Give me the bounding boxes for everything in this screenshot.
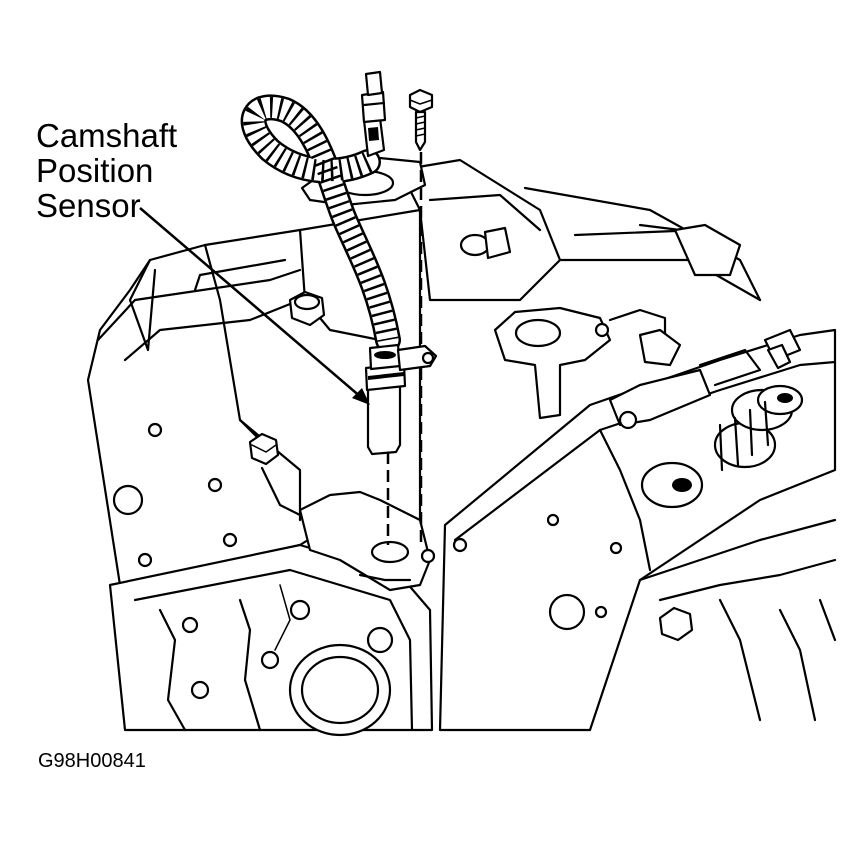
callout-leader [139, 207, 370, 405]
callout-label: Camshaft Position Sensor [36, 118, 177, 223]
timing-cover [108, 543, 434, 737]
sensor-wiring-harness [240, 94, 401, 353]
callout-line-2: Position [36, 152, 154, 189]
valve-springs [640, 384, 804, 509]
callout-line-1: Camshaft [36, 117, 178, 154]
intake-manifold [398, 158, 762, 302]
harness-connector [360, 70, 387, 158]
engine-block-left [86, 208, 422, 587]
sensor-mount-boss [298, 490, 436, 592]
cylinder-head-right [438, 328, 837, 732]
figure-code: G98H00841 [38, 750, 146, 772]
camshaft-position-sensor [364, 343, 438, 456]
mounting-bolt [408, 88, 434, 152]
callout-line-3: Sensor [36, 187, 141, 224]
thermostat-housing [493, 306, 682, 420]
